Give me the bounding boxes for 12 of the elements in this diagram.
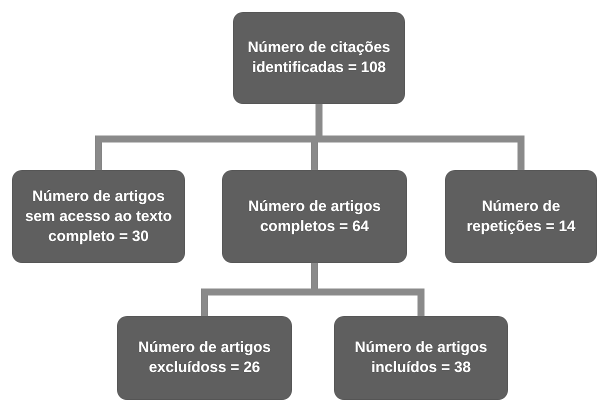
process-box [12,170,185,263]
box-text: Número de artigos incluídos = 38 [354,338,488,378]
box-text: Número de artigos sem acesso ao texto completo = 30 [24,186,173,246]
process-box [117,316,292,400]
box-text: Número de citações identificadas = 108 [246,38,392,78]
process-box [222,170,407,263]
process-box [445,170,597,263]
box-text: Número de artigos excluídoss = 26 [137,338,272,378]
box-text: Número de repetições = 14 [466,196,576,236]
process-box [334,316,508,400]
box-text: Número de artigos completos = 64 [247,196,382,236]
process-box [233,12,405,104]
